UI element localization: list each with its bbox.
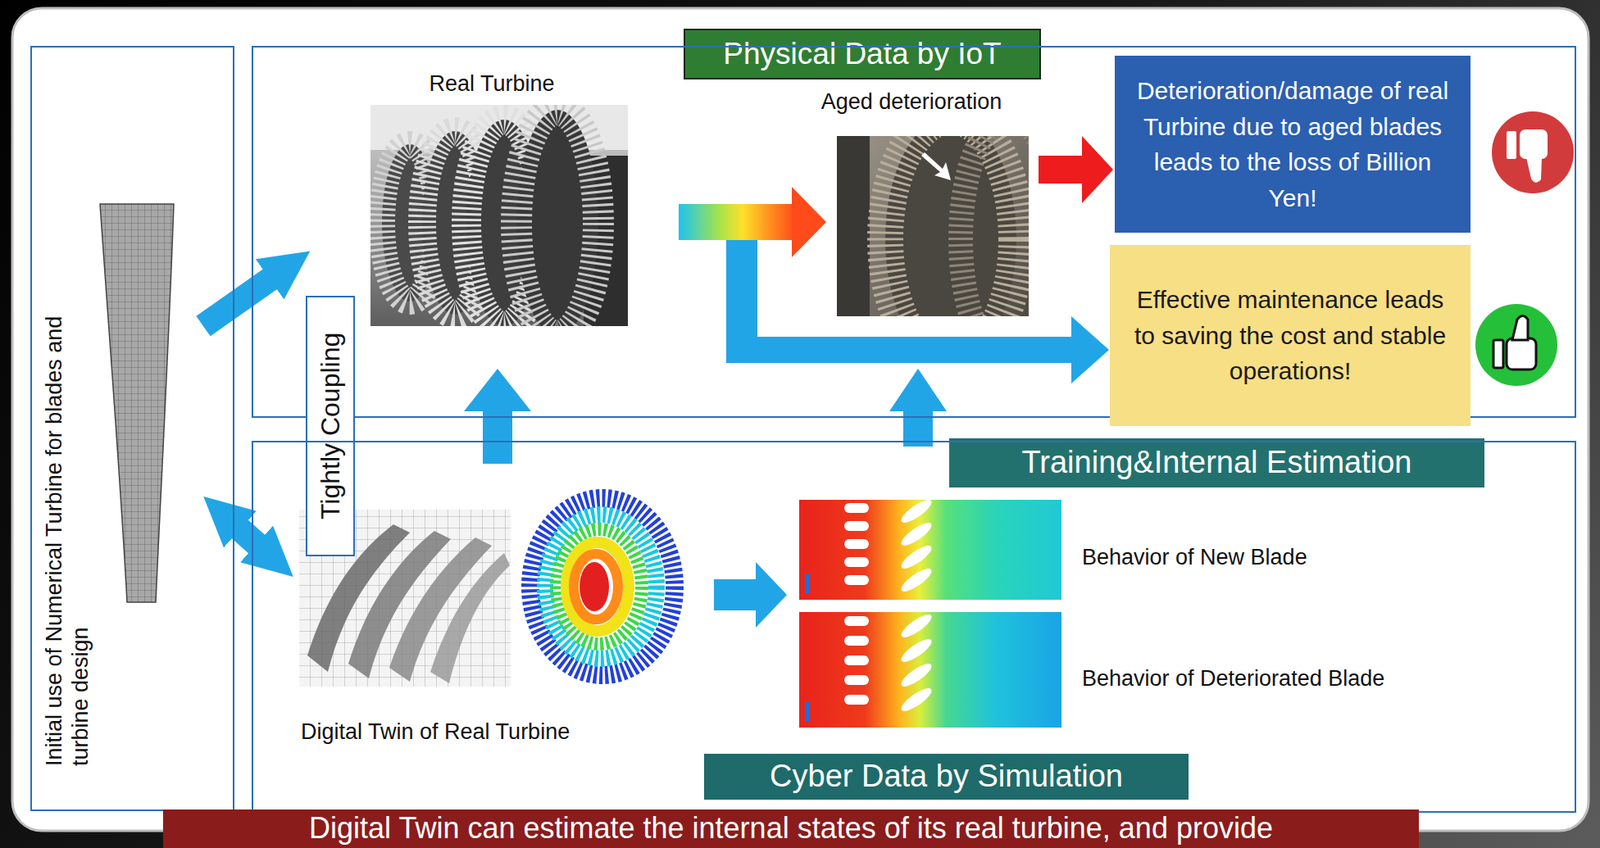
panel xyxy=(12,8,1589,832)
stator-blade xyxy=(844,575,869,586)
stator-blade xyxy=(844,695,869,705)
figure-caption: Behavior of New Blade xyxy=(1081,544,1308,571)
thumbs-down-icon xyxy=(1491,111,1574,194)
icon-disc xyxy=(1491,111,1574,194)
section-tag: Training&Internal Estimation xyxy=(949,438,1485,488)
flow-field xyxy=(799,612,1062,728)
stator-blade xyxy=(844,636,869,646)
rotor-blade xyxy=(898,660,935,691)
region-box: Initial use of Numerical Turbine for bla… xyxy=(30,45,235,812)
flow-arrow xyxy=(232,522,264,551)
figure-caption: Real Turbine xyxy=(428,70,555,97)
box-label: Training&Internal Estimation xyxy=(1022,444,1413,482)
note-box: Effective maintenance leads to saving th… xyxy=(1109,245,1471,427)
stator-blade xyxy=(844,521,869,532)
rotor-stage xyxy=(516,109,599,327)
box-label: Tightly Coupling xyxy=(314,332,346,520)
disc-ring xyxy=(545,514,657,660)
rotor-blade xyxy=(898,542,935,573)
stator-blade xyxy=(844,557,869,568)
section-tag: Physical Data by IoT xyxy=(683,28,1041,80)
flow-arrow xyxy=(889,368,947,447)
note-text: Effective maintenance leads to saving th… xyxy=(1122,281,1458,390)
coupling-label: Tightly Coupling xyxy=(305,295,355,557)
region-box: Real TurbineAged deterioration Deteriorat… xyxy=(251,45,1577,419)
colour-scale xyxy=(804,701,810,722)
icon-thumb xyxy=(1526,157,1542,183)
icon-cuff xyxy=(1493,340,1504,369)
icon-cuff xyxy=(1506,131,1517,160)
blade-mesh xyxy=(100,204,174,603)
simulation-new xyxy=(799,500,1062,600)
box-label: Physical Data by IoT xyxy=(722,36,1001,73)
stator-blade xyxy=(844,539,869,550)
icon-thumb xyxy=(1512,316,1528,341)
rotor-blade xyxy=(898,612,935,641)
stator-blade xyxy=(844,655,869,666)
note-box: Deterioration/damage of real Turbine due… xyxy=(1114,55,1471,233)
flow-arrow xyxy=(713,562,787,628)
stator-blade xyxy=(844,616,869,627)
disc-ring xyxy=(556,529,642,645)
rotor-blade xyxy=(898,636,935,667)
rotor-blade xyxy=(898,685,935,716)
stator-blade xyxy=(844,675,869,686)
summary-band: Digital Twin can estimate the internal s… xyxy=(163,809,1419,848)
rotor-stage xyxy=(960,136,1029,317)
thumbs-up-icon xyxy=(1475,304,1558,387)
disc-ring xyxy=(566,542,629,632)
stress-disc xyxy=(530,498,675,676)
disc-hub xyxy=(579,562,610,612)
flow-arrow xyxy=(203,273,278,327)
rotor-blade xyxy=(898,565,935,596)
photo-casing xyxy=(836,136,870,317)
wire-blade xyxy=(430,553,510,684)
flow-arrow xyxy=(726,240,1110,384)
figure-caption: Digital Twin of Real Turbine xyxy=(300,718,570,746)
flow-field xyxy=(799,500,1062,600)
note-text: Deterioration/damage of real Turbine due… xyxy=(1127,72,1458,216)
region-box: Digital Twin of Real Turbine Behavior of … xyxy=(251,440,1577,814)
colour-scale xyxy=(804,573,810,594)
icon-disc xyxy=(1475,304,1558,387)
damage-pointer xyxy=(921,152,951,181)
summary-text: Digital Twin can estimate the internal s… xyxy=(309,811,1273,846)
aged-turbine-photo xyxy=(836,136,1029,317)
flow-arrow xyxy=(463,368,532,464)
disc-ring xyxy=(573,554,619,620)
damage-arrow xyxy=(1038,136,1114,204)
rotor-blade xyxy=(898,519,935,550)
box-label: Cyber Data by Simulation xyxy=(769,758,1123,796)
icon-palm xyxy=(1506,338,1537,370)
gradient-arrow-head xyxy=(791,186,827,258)
disc-ring xyxy=(530,498,675,676)
box-label: Initial use of Numerical Turbine for bla… xyxy=(40,277,94,767)
rotor-blade xyxy=(898,500,935,527)
stator-blade xyxy=(844,503,869,514)
simulation-deteriorated xyxy=(799,612,1062,728)
gradient-arrow-shaft xyxy=(678,204,794,241)
icon-palm xyxy=(1519,129,1548,160)
section-tag: Cyber Data by Simulation xyxy=(704,754,1189,800)
turbine-photo xyxy=(370,104,628,327)
figure-caption: Aged deterioration xyxy=(821,88,1003,115)
figure-caption: Behavior of Deteriorated Blade xyxy=(1081,665,1385,692)
